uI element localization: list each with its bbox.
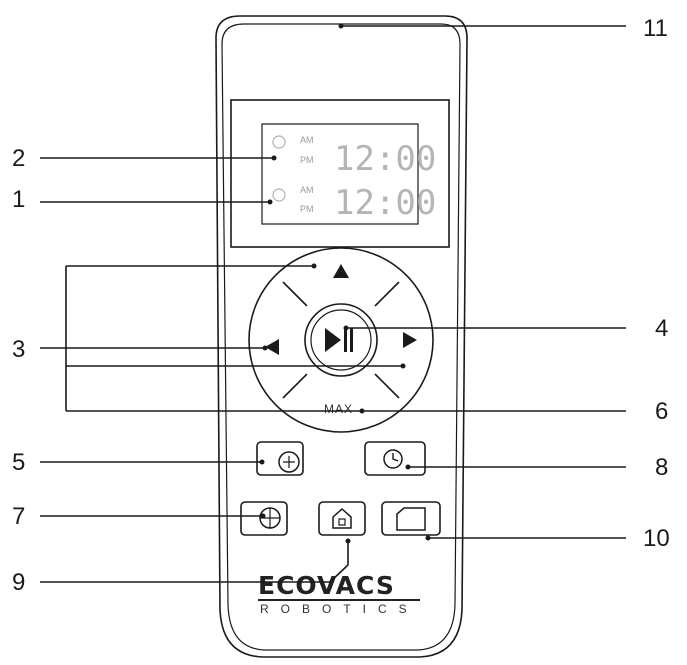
callout-6: 6 — [655, 398, 668, 425]
direction-pad[interactable]: MAX — [248, 247, 434, 433]
lcd-am-2: AM — [300, 185, 314, 195]
callout-9: 9 — [12, 569, 25, 596]
spot-clean-button[interactable] — [256, 441, 304, 476]
callout-7: 7 — [12, 503, 25, 530]
lcd-time-2: 12:00 — [334, 183, 436, 223]
callout-2: 2 — [12, 145, 25, 172]
lcd-pm-2: PM — [300, 204, 314, 214]
callout-11: 11 — [643, 15, 668, 42]
edge-clean-icon — [396, 507, 426, 531]
up-arrow-icon[interactable] — [333, 264, 349, 278]
lcd-display: AM PM 12:00 AM PM 12:00 — [230, 99, 450, 248]
schedule-button[interactable] — [364, 441, 426, 476]
clock-icon — [383, 449, 403, 469]
callout-5: 5 — [12, 449, 25, 476]
right-arrow-icon[interactable] — [403, 332, 417, 348]
brand-sub: ROBOTICS — [260, 602, 419, 616]
clock-indicator-icon — [272, 188, 286, 202]
callout-10: 10 — [643, 525, 670, 552]
callout-1: 1 — [12, 186, 25, 213]
lcd-pm-1: PM — [300, 155, 314, 165]
lcd-am-1: AM — [300, 135, 314, 145]
max-button-label[interactable]: MAX — [324, 402, 353, 416]
spot-clean-icon — [278, 451, 300, 473]
home-icon — [332, 507, 352, 529]
brand-logo: ECOVACS ROBOTICS — [258, 571, 420, 616]
callout-3: 3 — [12, 336, 25, 363]
lcd-time-1: 12:00 — [334, 139, 436, 179]
return-home-button[interactable] — [318, 501, 366, 536]
remote-body — [215, 15, 468, 658]
left-arrow-icon[interactable] — [265, 339, 279, 355]
brand-name: ECOVACS — [258, 571, 395, 600]
callout-8: 8 — [655, 454, 668, 481]
callout-labels: 1 2 3 4 5 6 7 8 9 10 11 — [12, 15, 670, 596]
play-pause-icon[interactable] — [325, 328, 353, 352]
spot-indicator-icon — [272, 135, 286, 149]
target-button[interactable] — [240, 501, 288, 536]
callout-4: 4 — [655, 315, 668, 342]
edge-clean-button[interactable] — [381, 501, 441, 536]
callout-leaders — [40, 23, 626, 583]
